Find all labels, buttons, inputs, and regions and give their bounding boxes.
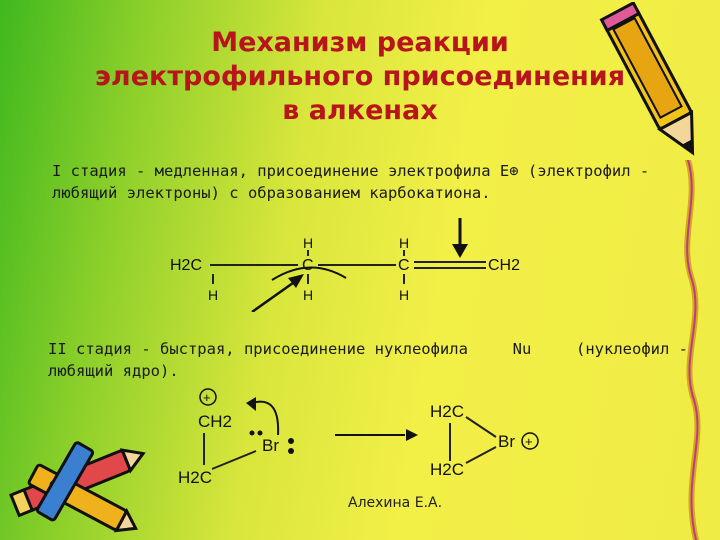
alkene-h1-top: H <box>303 235 313 251</box>
pencils-icon <box>9 441 146 533</box>
pencil-icon <box>599 2 695 156</box>
stage2-nucleophile: Nu <box>512 340 532 358</box>
ch2-top-label: CH2 <box>198 412 232 431</box>
product-h2c-top: H2C <box>430 402 464 421</box>
stage2-line-2: любящий ядро). <box>48 362 179 380</box>
alkene-c1-label: C <box>302 257 314 274</box>
alkene-h1-bottom: H <box>303 287 313 303</box>
carbocation-plus: + <box>203 390 211 405</box>
alkene-h0-bottom: H <box>208 287 218 303</box>
author-signature: Алехина Е.А. <box>348 495 443 511</box>
alkene-c2-label: C <box>398 257 410 274</box>
h2c-bottom-label: H2C <box>178 468 212 487</box>
bromonium-mechanism: + CH2 H2C Br H2C H2C Br + <box>178 388 539 487</box>
product-h2c-bottom: H2C <box>430 460 464 479</box>
title-line-2: электрофильного присоединения <box>94 61 626 92</box>
alkene-h2-bottom: H <box>399 287 409 303</box>
product-plus: + <box>525 434 533 449</box>
alkene-structure: H2C C H H H C H H CH2 <box>170 218 520 312</box>
page-title: Механизм реакции электрофильного присоед… <box>60 26 660 128</box>
alkene-h2-top: H <box>399 235 409 251</box>
stage2-part-a: II стадия - быстрая, присоединение нукле… <box>48 340 468 358</box>
title-line-3: в алкенах <box>282 95 438 126</box>
stage2-part-c: (нуклеофил - <box>576 340 688 358</box>
stage2-line-1: II стадия - быстрая, присоединение нукле… <box>48 338 688 360</box>
title-line-1: Механизм реакции <box>211 27 509 58</box>
stage1-line-1: I стадия - медленная, присоединение элек… <box>52 162 650 180</box>
alkene-ch2-label: CH2 <box>488 257 520 274</box>
br-reactant-label: Br <box>262 436 279 455</box>
stage2-text: II стадия - быстрая, присоединение нукле… <box>48 338 688 382</box>
product-br-label: Br <box>498 432 515 451</box>
stage1-line-2: любящий электроны) с образованием карбок… <box>52 184 491 202</box>
stage1-text: I стадия - медленная, присоединение элек… <box>52 160 652 204</box>
alkene-h2c-label: H2C <box>170 257 202 274</box>
curvy-line-decoration <box>684 160 701 540</box>
